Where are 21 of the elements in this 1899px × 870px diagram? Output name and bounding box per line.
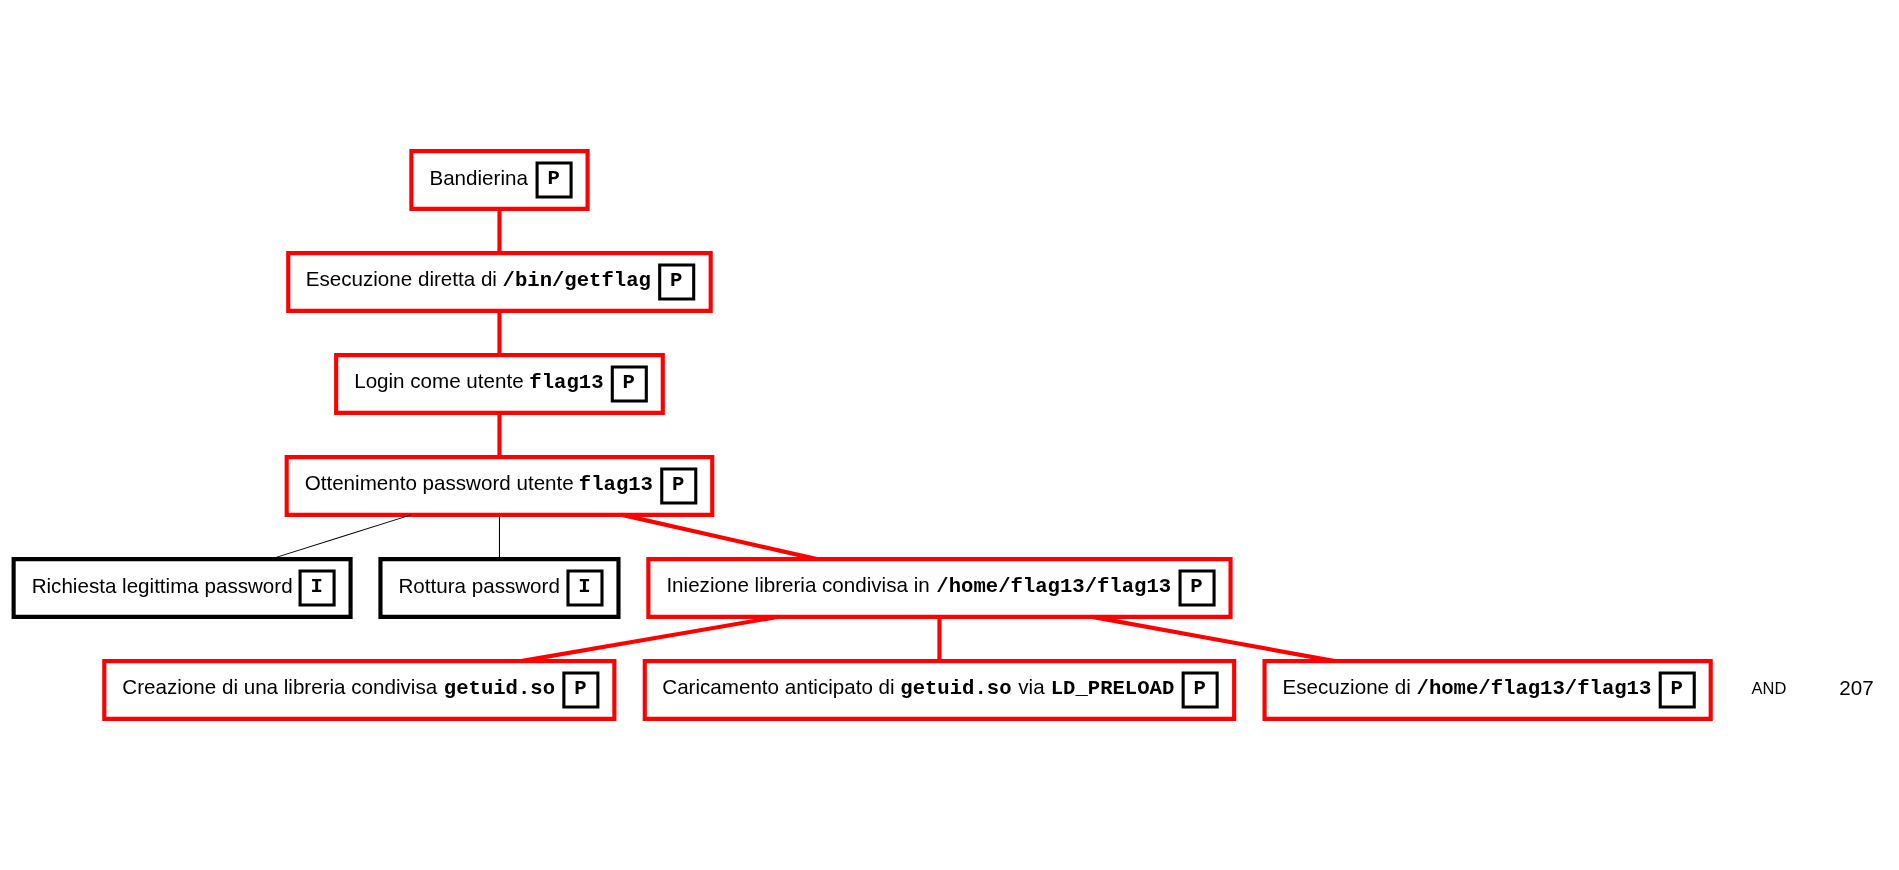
label: AND [1751, 678, 1787, 697]
node-box: Rottura password I [378, 557, 621, 619]
connector [498, 514, 500, 560]
node-box: Esecuzione di /home/flag13/flag13 P [1262, 659, 1713, 721]
node-box: Bandierina P [409, 149, 590, 211]
connector [497, 412, 502, 457]
connector [497, 310, 502, 355]
connector [1091, 614, 1336, 664]
connector [621, 512, 818, 562]
node-box: Iniezione libreria condivisa in /home/flag13/flag13 P [646, 557, 1233, 619]
node-box: Richiesta legittima password I [11, 557, 353, 619]
connector [520, 614, 779, 664]
connector [270, 514, 412, 560]
node-box: Caricamento anticipato di getuid.so via LD_PRELOAD P [642, 659, 1237, 721]
node-box: Ottenimento password utente flag13 P [284, 455, 715, 517]
node-box: Creazione di una libreria condivisa getuid.so P [102, 659, 617, 721]
node-box: Esecuzione diretta di /bin/getflag P [286, 251, 713, 313]
label: 207 [1839, 676, 1874, 700]
connector [937, 616, 942, 661]
node-box: Login come utente flag13 P [334, 353, 665, 415]
connector [497, 208, 502, 253]
